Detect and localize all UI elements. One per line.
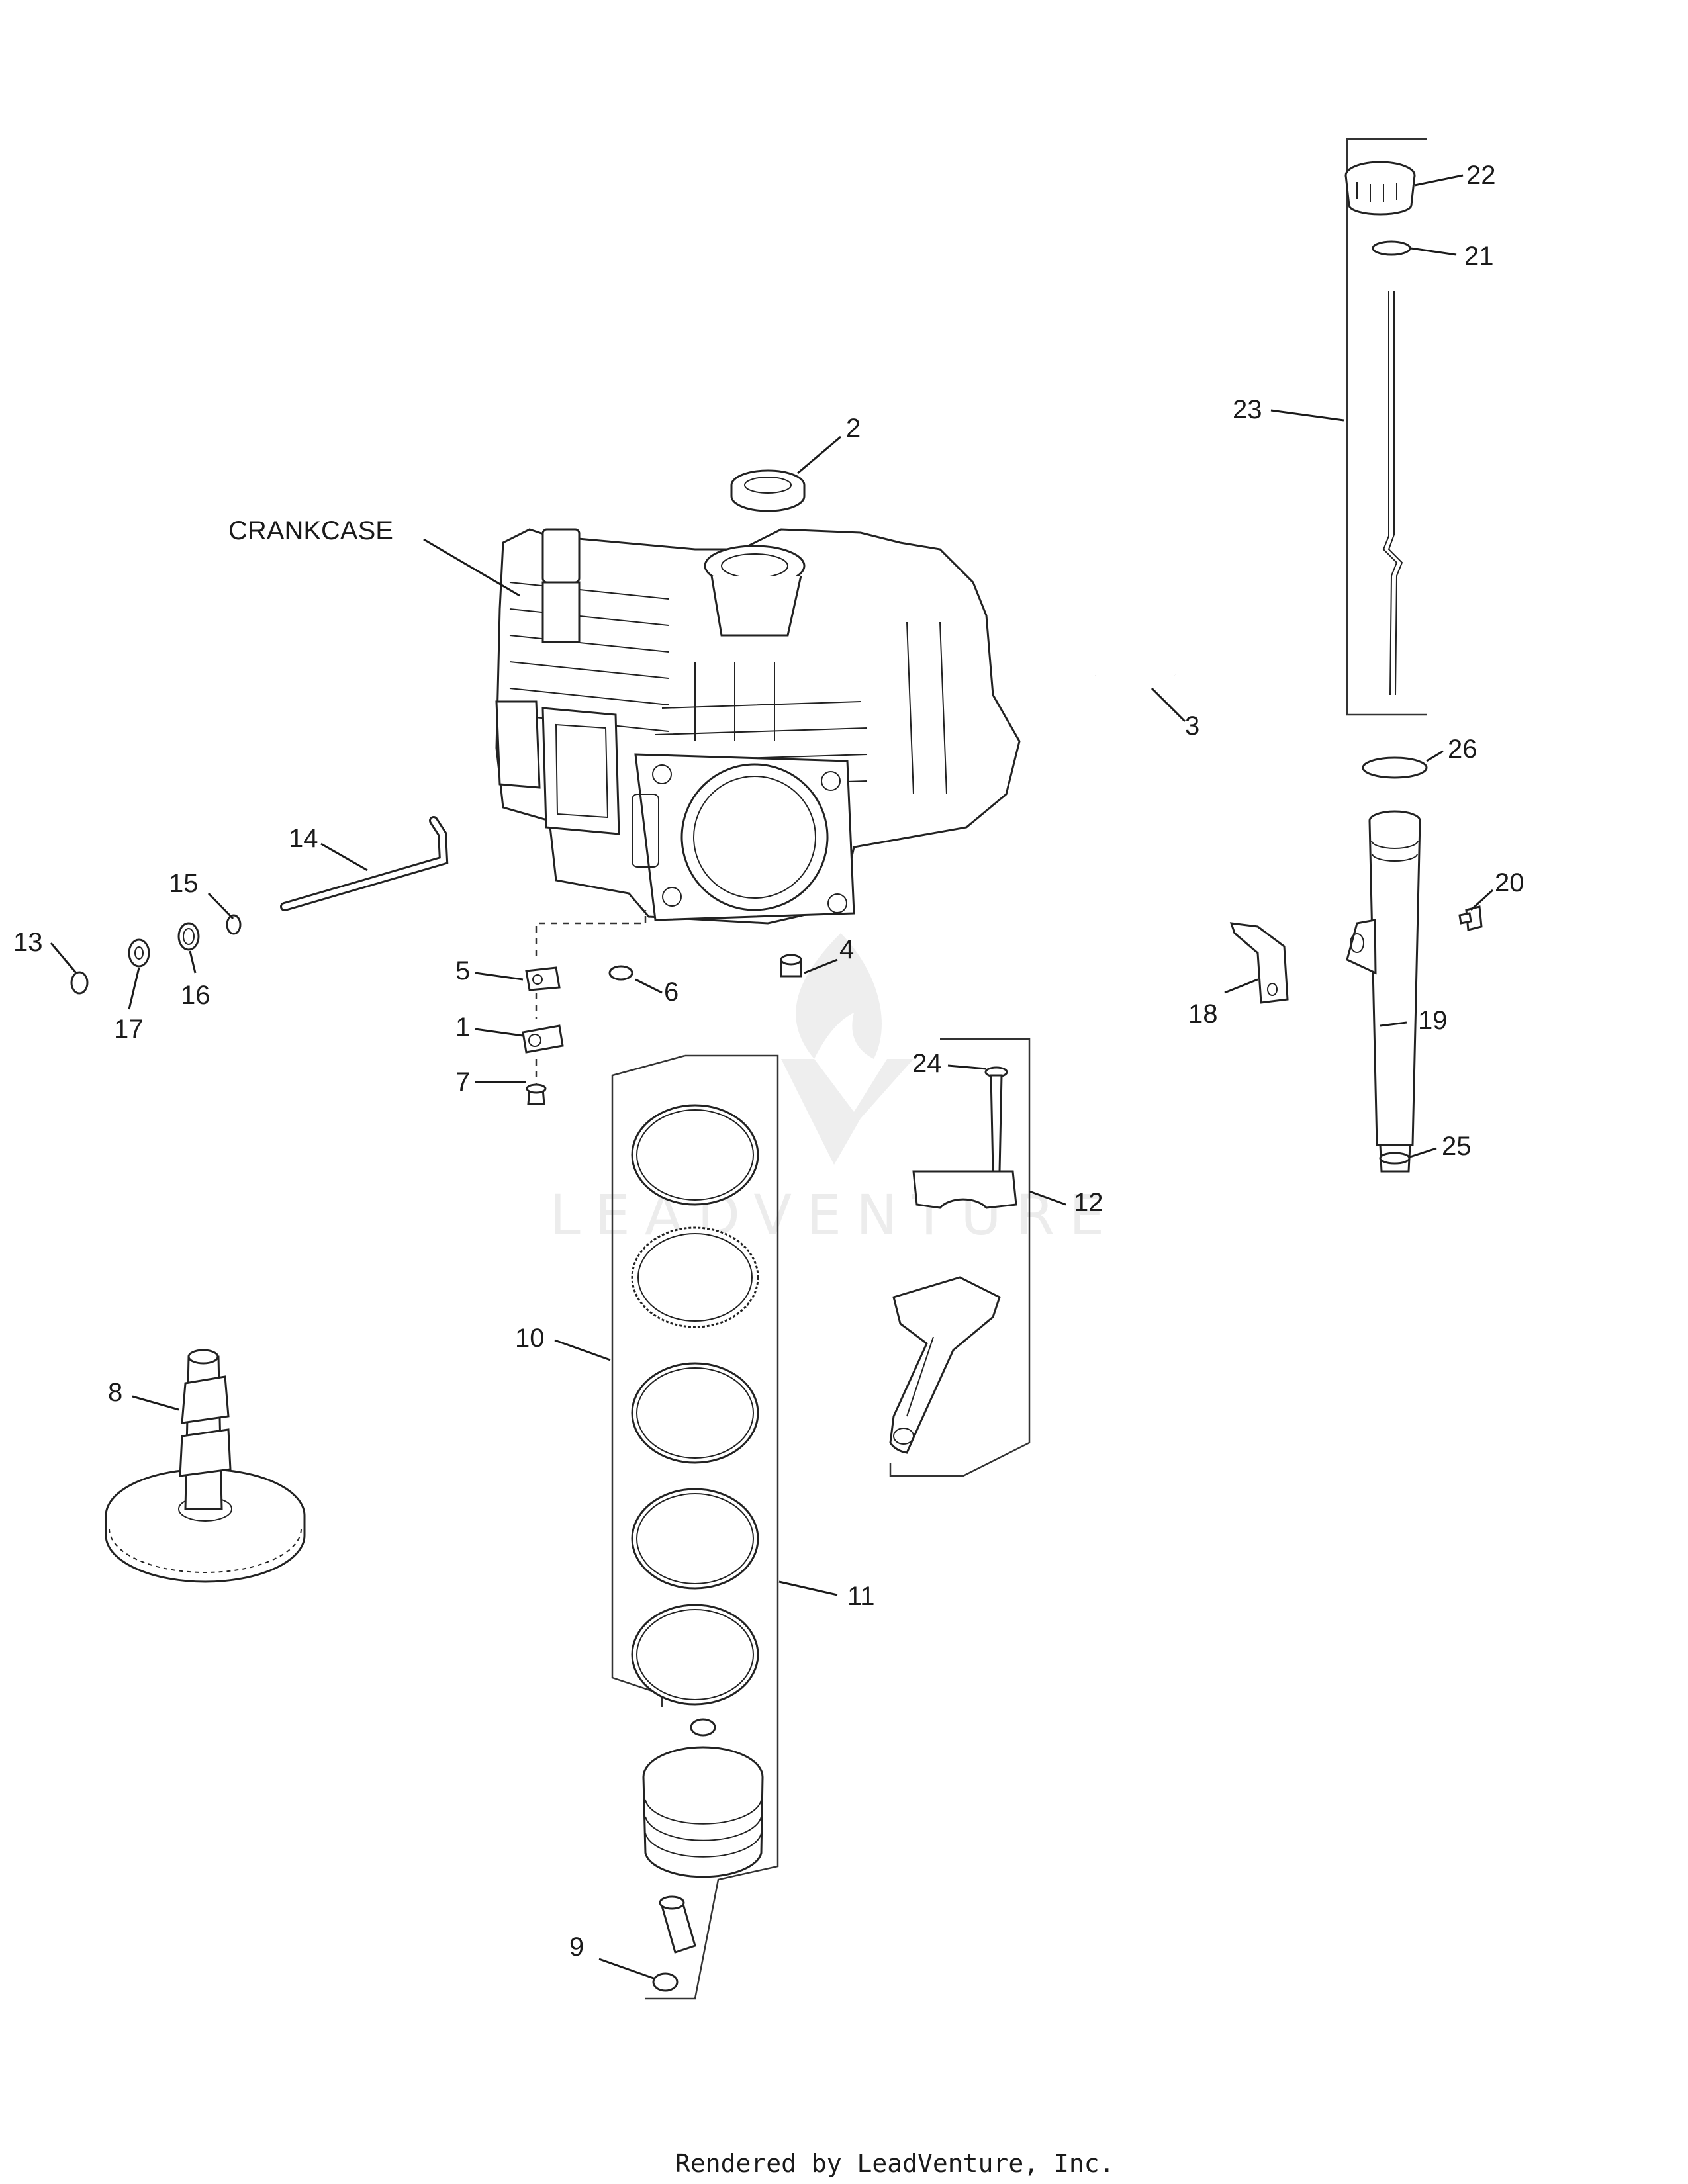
part-6-plug[interactable] bbox=[608, 965, 633, 981]
part-23-group-bracket bbox=[1346, 138, 1427, 716]
part-7-screw[interactable] bbox=[526, 1083, 547, 1105]
label-11: 11 bbox=[847, 1582, 875, 1611]
crankcase-part[interactable] bbox=[495, 528, 1021, 925]
watermark-flame-logo bbox=[781, 933, 914, 1165]
part-14-rod[interactable] bbox=[280, 816, 449, 911]
label-26: 26 bbox=[1448, 735, 1477, 764]
part-5-bracket[interactable] bbox=[525, 966, 561, 991]
label-2: 2 bbox=[846, 414, 861, 443]
part-11-ring-5[interactable] bbox=[631, 1604, 759, 1706]
label-7: 7 bbox=[455, 1068, 470, 1097]
watermark: LEADVENTURE bbox=[549, 933, 1104, 1248]
label-23: 23 bbox=[1233, 395, 1262, 424]
part-10-ring-2-oil[interactable] bbox=[631, 1226, 759, 1328]
connecting-rod[interactable] bbox=[889, 1276, 1001, 1454]
part-10-ring-1[interactable] bbox=[631, 1104, 759, 1206]
piston[interactable] bbox=[642, 1718, 764, 1954]
footer-credit: Rendered by LeadVenture, Inc. bbox=[675, 2149, 1114, 2178]
label-crankcase: CRANKCASE bbox=[228, 516, 393, 545]
part-24-bolt[interactable] bbox=[984, 1066, 1008, 1173]
callout-labels: CRANKCASE 2 3 4 5 6 1 7 8 9 10 11 12 13 … bbox=[13, 161, 1524, 1962]
part-4-dowel[interactable] bbox=[780, 954, 802, 978]
part-25-o-ring[interactable] bbox=[1379, 1152, 1411, 1165]
label-18: 18 bbox=[1188, 999, 1218, 1028]
part-20-fitting[interactable] bbox=[1458, 905, 1483, 931]
label-4: 4 bbox=[839, 935, 854, 964]
label-10: 10 bbox=[515, 1324, 545, 1353]
part-10-group-bracket bbox=[645, 1054, 779, 2000]
label-20: 20 bbox=[1495, 868, 1524, 897]
label-3: 3 bbox=[1185, 711, 1199, 741]
part-12-group-bracket bbox=[889, 1038, 1031, 1477]
part-10-ring-3[interactable] bbox=[631, 1362, 759, 1464]
part-19-tube[interactable] bbox=[1346, 810, 1421, 1173]
label-8: 8 bbox=[108, 1378, 122, 1407]
label-6: 6 bbox=[664, 978, 679, 1007]
part-15-clip[interactable] bbox=[226, 914, 242, 935]
part-3-breather-tube[interactable] bbox=[1095, 668, 1176, 685]
part-2-seal[interactable] bbox=[730, 469, 806, 512]
part-11-group-bracket bbox=[611, 1054, 686, 1707]
label-1: 1 bbox=[455, 1013, 470, 1042]
leader-lines bbox=[50, 174, 1494, 1980]
label-24: 24 bbox=[912, 1049, 942, 1078]
part-22-cap[interactable] bbox=[1344, 161, 1416, 216]
part-16-seal[interactable] bbox=[177, 922, 200, 951]
part-17-washer[interactable] bbox=[128, 938, 150, 968]
label-15: 15 bbox=[169, 869, 199, 898]
part-11-ring-4[interactable] bbox=[631, 1488, 759, 1590]
label-5: 5 bbox=[455, 956, 470, 985]
label-25: 25 bbox=[1442, 1132, 1472, 1161]
label-13: 13 bbox=[13, 928, 43, 957]
label-16: 16 bbox=[181, 981, 211, 1010]
label-19: 19 bbox=[1418, 1006, 1448, 1035]
part-18-bracket[interactable] bbox=[1229, 922, 1289, 1004]
part-9-clip[interactable] bbox=[652, 1972, 679, 1992]
label-22: 22 bbox=[1466, 161, 1496, 190]
label-21: 21 bbox=[1464, 242, 1494, 271]
part-23-dipstick[interactable] bbox=[1382, 291, 1403, 696]
assembly-dashed-line bbox=[535, 910, 647, 1085]
label-12: 12 bbox=[1074, 1188, 1103, 1217]
part-26-o-ring[interactable] bbox=[1362, 756, 1428, 779]
part-13-washer[interactable] bbox=[70, 971, 89, 995]
label-9: 9 bbox=[569, 1933, 584, 1962]
part-8-camshaft[interactable] bbox=[105, 1349, 306, 1583]
label-17: 17 bbox=[114, 1015, 144, 1044]
label-14: 14 bbox=[289, 824, 318, 853]
part-21-o-ring[interactable] bbox=[1372, 240, 1411, 256]
rod-cap[interactable] bbox=[912, 1170, 1017, 1209]
part-1-bracket[interactable] bbox=[522, 1024, 564, 1054]
